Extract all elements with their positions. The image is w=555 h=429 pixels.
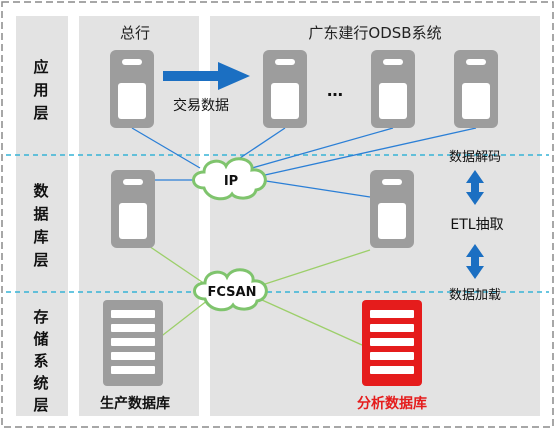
analysis-storage-rack-icon (362, 300, 422, 386)
odsb-db-server-icon (370, 170, 414, 248)
transaction-data-label: 交易数据 (173, 97, 229, 114)
odsb-app-server-2-icon (371, 50, 415, 128)
etl-up-down-arrow-icon (466, 170, 484, 205)
layer-label-column (16, 16, 68, 416)
layer-app-char-2: 用 (33, 81, 48, 99)
transaction-arrow-icon (163, 62, 250, 90)
production-storage-rack-icon (103, 300, 163, 386)
layer-storage-char-3: 系 (33, 352, 48, 370)
layer-db-char-1: 数 (33, 182, 49, 200)
layer-app-char-3: 层 (33, 104, 48, 122)
decode-label: 数据解码 (449, 150, 501, 165)
production-db-label: 生产数据库 (100, 395, 170, 412)
ip-cloud-label: IP (224, 174, 238, 189)
more-servers-ellipsis: … (327, 81, 343, 100)
odsb-app-server-1-icon (263, 50, 307, 128)
head-office-db-server-icon (111, 170, 155, 248)
layer-storage-char-2: 储 (33, 330, 48, 348)
load-up-down-arrow-icon (466, 244, 484, 279)
etl-label: ETL抽取 (450, 217, 503, 233)
fcsan-cloud-label: FCSAN (208, 285, 257, 300)
layer-app-char-1: 应 (33, 58, 48, 76)
analysis-db-label: 分析数据库 (357, 395, 427, 412)
layer-db-char-4: 层 (33, 251, 48, 269)
head-office-app-server-icon (110, 50, 154, 128)
head-office-title: 总行 (120, 24, 150, 42)
load-label: 数据加载 (449, 288, 501, 303)
odsb-app-server-3-icon (454, 50, 498, 128)
odsb-title: 广东建行ODSB系统 (308, 24, 441, 42)
layer-db-char-3: 库 (33, 228, 48, 246)
layer-db-char-2: 据 (33, 205, 48, 223)
ip-links (131, 127, 477, 198)
layer-storage-char-5: 层 (33, 396, 48, 414)
layer-storage-char-4: 统 (33, 374, 48, 392)
layer-storage-char-1: 存 (33, 308, 48, 326)
